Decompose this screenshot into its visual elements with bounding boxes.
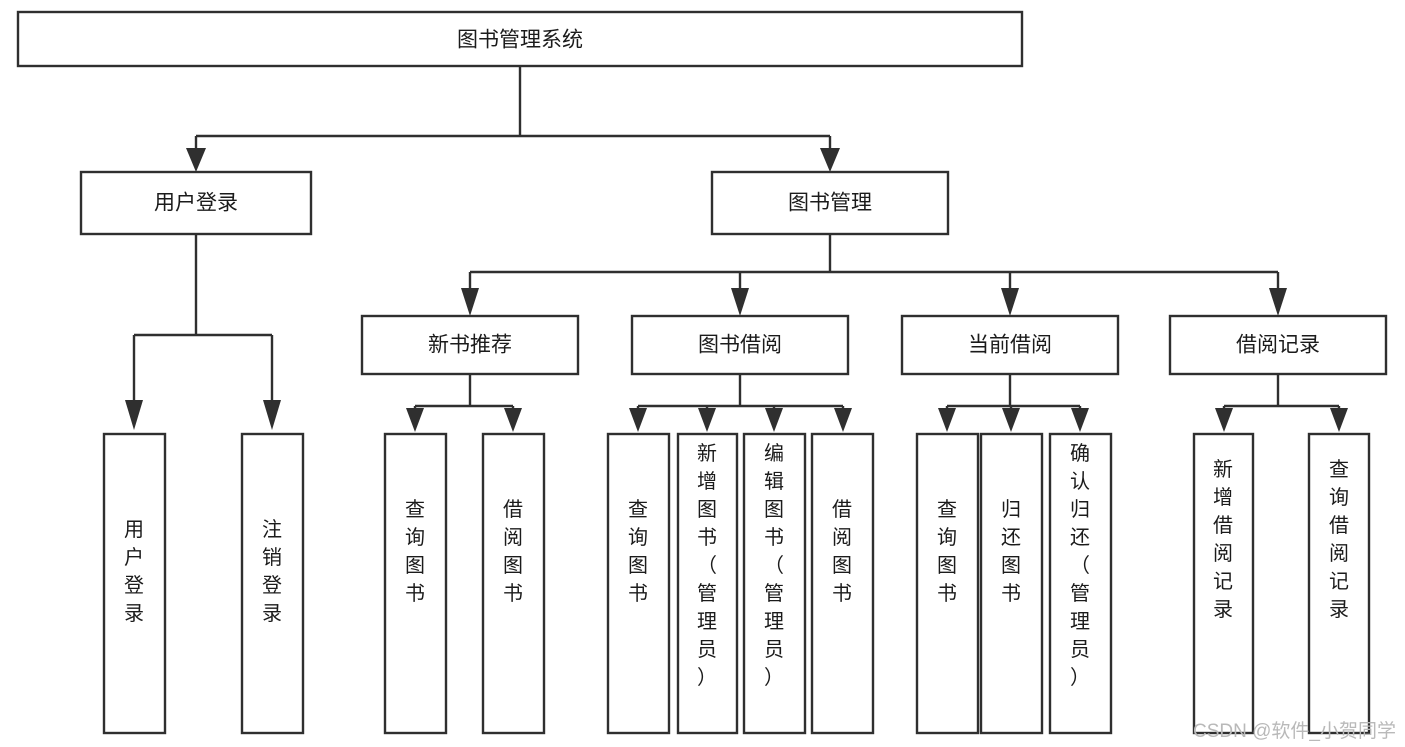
arrow-head-bookborrow-leaf-1 <box>629 408 647 432</box>
node-new-book-recommend[interactable]: 新书推荐 <box>360 314 580 376</box>
borrow-record-box[interactable] <box>1168 314 1388 376</box>
node-book-borrow[interactable]: 图书借阅 <box>630 314 850 376</box>
leaf-box[interactable] <box>1307 432 1371 735</box>
leaf-current-borrow-3[interactable]: 确认归还（管理员） <box>1048 432 1113 735</box>
arrow-head-currentborrow-leaf-2 <box>1002 408 1020 432</box>
new-book-recommend-label: 新书推荐 <box>428 334 512 357</box>
root-label: 图书管理系统 <box>457 29 583 52</box>
arrow-head-current-borrow <box>1001 288 1019 316</box>
leaf-box[interactable] <box>915 432 980 735</box>
arrow-head-newbook-leaf-1 <box>406 408 424 432</box>
connector-layer <box>125 66 1348 432</box>
book-borrow-box[interactable] <box>630 314 850 376</box>
leaf-label: 借阅图书 <box>503 498 523 605</box>
node-root-system[interactable]: 图书管理系统 <box>16 10 1024 68</box>
leaf-label: 归还图书 <box>1001 498 1021 605</box>
leaf-box[interactable] <box>383 432 448 735</box>
leaf-user-login-2[interactable]: 注销登录 <box>240 432 305 735</box>
node-current-borrow[interactable]: 当前借阅 <box>900 314 1120 376</box>
leaf-book-borrow-3[interactable]: 编辑图书（管理员） <box>742 432 807 735</box>
leaf-current-borrow-1[interactable]: 查询图书 <box>915 432 980 735</box>
leaf-label: 编辑图书（管理员） <box>764 442 784 689</box>
leaf-box[interactable] <box>606 432 671 735</box>
leaf-label: 新增图书（管理员） <box>697 442 717 689</box>
leaf-borrow-record-2[interactable]: 查询借阅记录 <box>1307 432 1371 735</box>
leaf-label: 查询借阅记录 <box>1329 458 1349 621</box>
leaf-box[interactable] <box>810 432 875 735</box>
arrow-head-currentborrow-leaf-1 <box>938 408 956 432</box>
leaf-book-borrow-2[interactable]: 新增图书（管理员） <box>676 432 739 735</box>
arrow-head-user-login <box>186 148 206 172</box>
leaf-box[interactable] <box>1048 432 1113 735</box>
borrow-record-label: 借阅记录 <box>1236 334 1320 357</box>
csdn-watermark: CSDN @软件_小贺同学 <box>1193 720 1396 742</box>
arrow-head-borrowrecord-leaf-1 <box>1215 408 1233 432</box>
leaf-box[interactable] <box>481 432 546 735</box>
arrow-head-book-borrow <box>731 288 749 316</box>
root-box[interactable] <box>16 10 1024 68</box>
book-borrow-label: 图书借阅 <box>698 334 782 357</box>
leaf-new-book-2[interactable]: 借阅图书 <box>481 432 546 735</box>
arrow-head-bookborrow-leaf-2 <box>698 408 716 432</box>
user-login-box[interactable] <box>79 170 313 236</box>
leaf-new-book-1[interactable]: 查询图书 <box>383 432 448 735</box>
leaf-box[interactable] <box>979 432 1044 735</box>
arrow-head-borrow-record <box>1269 288 1287 316</box>
arrow-head-bookborrow-leaf-3 <box>765 408 783 432</box>
leaf-label: 注销登录 <box>262 518 282 625</box>
leaf-box[interactable] <box>1192 432 1255 735</box>
arrow-head-leaf-logout <box>263 400 281 430</box>
leaf-book-borrow-4[interactable]: 借阅图书 <box>810 432 875 735</box>
book-manage-label: 图书管理 <box>788 192 872 215</box>
leaf-box[interactable] <box>742 432 807 735</box>
leaf-label: 查询图书 <box>405 498 425 605</box>
leaf-box[interactable] <box>102 432 167 735</box>
leaf-label: 确认归还（管理员） <box>1070 442 1090 689</box>
arrow-head-bookborrow-leaf-4 <box>834 408 852 432</box>
leaf-label: 查询图书 <box>937 498 957 605</box>
leaf-box[interactable] <box>676 432 739 735</box>
arrow-head-borrowrecord-leaf-2 <box>1330 408 1348 432</box>
leaf-current-borrow-2[interactable]: 归还图书 <box>979 432 1044 735</box>
arrow-head-new-book <box>461 288 479 316</box>
arrow-head-book-manage <box>820 148 840 172</box>
current-borrow-label: 当前借阅 <box>968 334 1052 357</box>
node-user-login[interactable]: 用户登录 <box>79 170 313 236</box>
current-borrow-box[interactable] <box>900 314 1120 376</box>
arrow-head-newbook-leaf-2 <box>504 408 522 432</box>
leaf-box[interactable] <box>240 432 305 735</box>
leaf-label: 用户登录 <box>124 519 144 625</box>
book-manage-box[interactable] <box>710 170 950 236</box>
leaf-borrow-record-1[interactable]: 新增借阅记录 <box>1192 432 1255 735</box>
leaf-user-login-1[interactable]: 用户登录 <box>102 432 167 735</box>
user-login-label: 用户登录 <box>154 192 238 215</box>
leaf-label: 借阅图书 <box>832 498 852 605</box>
node-book-manage[interactable]: 图书管理 <box>710 170 950 236</box>
node-borrow-record[interactable]: 借阅记录 <box>1168 314 1388 376</box>
leaf-book-borrow-1[interactable]: 查询图书 <box>606 432 671 735</box>
leaf-label: 新增借阅记录 <box>1213 458 1233 621</box>
leaf-label: 查询图书 <box>628 498 648 605</box>
arrow-head-leaf-user-login <box>125 400 143 430</box>
arrow-head-currentborrow-leaf-3 <box>1071 408 1089 432</box>
new-book-recommend-box[interactable] <box>360 314 580 376</box>
